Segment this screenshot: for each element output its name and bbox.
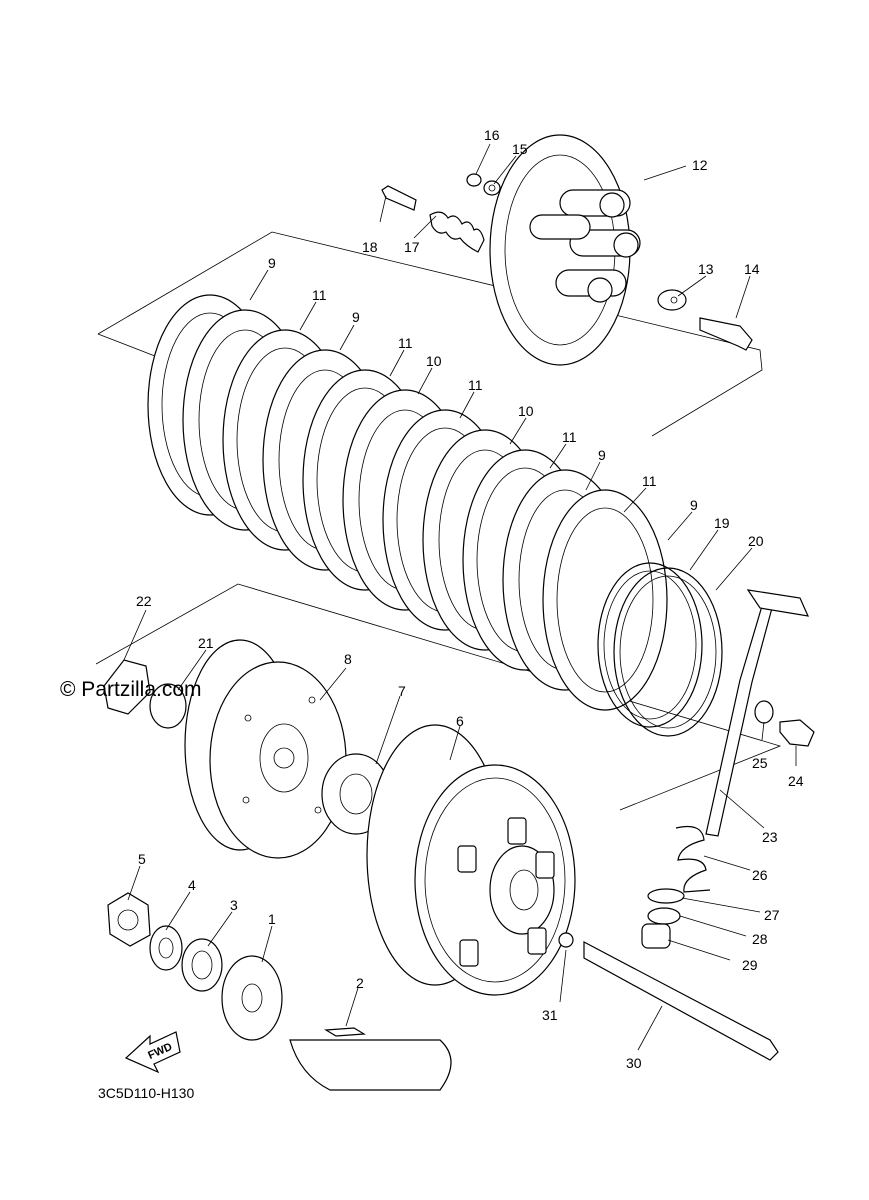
callout-17: 17 xyxy=(404,239,420,255)
callout-11e: 11 xyxy=(642,473,657,489)
small-parts xyxy=(103,589,815,1091)
callout-14: 14 xyxy=(744,261,760,277)
callout-7: 7 xyxy=(398,683,406,699)
callout-21: 21 xyxy=(198,635,214,651)
clutch-boss xyxy=(184,639,347,859)
callout-18: 18 xyxy=(362,239,378,255)
callout-31: 31 xyxy=(542,1007,558,1023)
pressure-plate xyxy=(489,134,641,366)
callout-11d: 11 xyxy=(562,429,577,445)
callout-28: 28 xyxy=(752,931,768,947)
callout-20: 20 xyxy=(748,533,764,549)
callout-29: 29 xyxy=(742,957,758,973)
callout-9c: 9 xyxy=(598,447,606,463)
callout-labels: 1 2 3 4 5 6 7 8 9 9 9 9 10 10 11 11 11 1… xyxy=(136,127,804,1071)
callout-11a: 11 xyxy=(312,287,327,303)
callout-13: 13 xyxy=(698,261,714,277)
callout-15: 15 xyxy=(512,141,528,157)
callout-22: 22 xyxy=(136,593,152,609)
callout-9d: 9 xyxy=(690,497,698,513)
leader-lines xyxy=(123,143,797,1051)
callout-5: 5 xyxy=(138,851,146,867)
callout-26: 26 xyxy=(752,867,768,883)
callout-10a: 10 xyxy=(426,353,442,369)
callout-9b: 9 xyxy=(352,309,360,325)
callout-16: 16 xyxy=(484,127,500,143)
callout-11b: 11 xyxy=(398,335,413,351)
callout-8: 8 xyxy=(344,651,352,667)
callout-1: 1 xyxy=(268,911,276,927)
callout-27: 27 xyxy=(764,907,780,923)
callout-30: 30 xyxy=(626,1055,642,1071)
callout-10b: 10 xyxy=(518,403,534,419)
callout-6: 6 xyxy=(456,713,464,729)
callout-12: 12 xyxy=(692,157,708,173)
diagram-code: 3C5D110-H130 xyxy=(98,1085,194,1101)
callout-4: 4 xyxy=(188,877,196,893)
clutch-rings xyxy=(597,562,723,737)
callout-23: 23 xyxy=(762,829,778,845)
watermark: © Partzilla.com xyxy=(60,678,202,701)
clutch-housing xyxy=(366,724,576,996)
callout-3: 3 xyxy=(230,897,238,913)
callout-25: 25 xyxy=(752,755,768,771)
callout-24: 24 xyxy=(788,773,804,789)
clutch-plate-stack xyxy=(147,294,668,711)
callout-2: 2 xyxy=(356,975,364,991)
fwd-arrow: FWD xyxy=(124,1031,181,1074)
callout-9a: 9 xyxy=(268,255,276,271)
callout-19: 19 xyxy=(714,515,730,531)
pressure-plate-hardware xyxy=(381,173,753,351)
callout-11c: 11 xyxy=(468,377,483,393)
